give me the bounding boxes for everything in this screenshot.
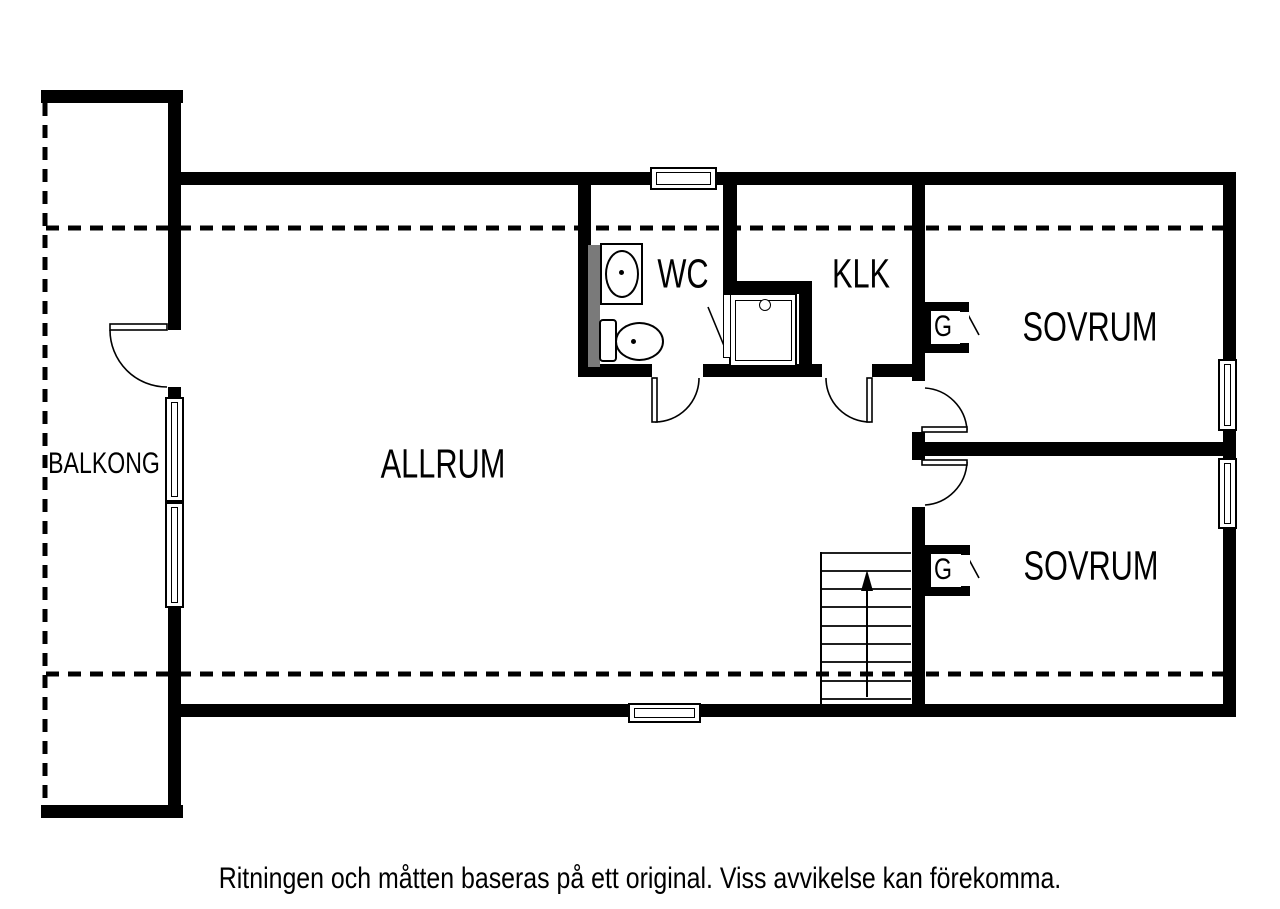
sovrum-top-door-leaf [921,426,968,433]
balcony-door-leaf [109,323,168,331]
toilet-drain [631,339,636,344]
balcony-window-lower [165,502,184,608]
right-exterior-wall [1223,172,1236,717]
room-label-sovrum-top: SOVRUM [1022,303,1158,350]
toilet-bowl [615,322,664,361]
corridor-wall-stub [912,432,925,460]
bottom-exterior-wall [168,704,1236,717]
corridor-wall-upper [912,185,925,381]
klk-door-leaf [866,377,873,423]
wardrobe-top-label: G [934,310,952,343]
room-label-klk: KLK [831,250,891,297]
room-label-balkong: BALKONG [48,447,160,480]
room-label-allrum: ALLRUM [380,440,506,487]
wc-door-leaf [651,377,658,423]
room-label-wc: WC [657,250,709,297]
hall-wall-segment-a [578,364,652,377]
shower-right-wall [799,281,812,377]
room-label-sovrum-bottom: SOVRUM [1023,542,1159,589]
window-pane [171,507,178,603]
sink-drain [619,270,624,275]
wardrobe-bottom-jamb-upper [961,545,970,555]
allrum-window [628,703,701,723]
window-pane [171,402,178,497]
shower-top-wall [723,281,812,294]
wardrobe-top-jamb-lower [960,343,969,353]
klk-door-swing-arc [825,377,871,423]
wc-counter-strip [588,245,600,367]
wc-door-swing-arc [654,377,700,423]
wardrobe-bottom-label: G [934,553,952,586]
wc-klk-divider-wall [723,185,737,295]
wc-left-wall [578,185,591,377]
stairs-arrow-head [861,570,873,591]
balcony-top-wall [41,90,183,103]
window-pane [634,708,695,718]
sovrum-divider-wall [922,442,1223,456]
corridor-wall-lower [912,507,925,717]
window-pane [1224,364,1231,426]
wardrobe-top-jamb-upper [960,302,969,312]
left-exterior-wall-stub [168,387,181,398]
wardrobe-bottom-jamb-lower [961,586,970,596]
shower-glass-door [723,294,731,358]
sovrum-top-window [1218,359,1237,431]
hall-wall-segment-b [703,364,822,377]
window-pane [656,172,711,185]
sovrum-bottom-door-leaf [921,459,968,466]
balcony-door-swing-arc [109,329,168,388]
sovrum-bottom-door-swing-arc [924,461,968,506]
sovrum-bottom-window [1218,458,1237,529]
balcony-window-upper [165,397,184,502]
disclaimer-text: Ritningen och måtten baseras på ett orig… [218,862,1062,895]
staircase [820,552,911,704]
sovrum-top-door-swing-arc [924,387,968,431]
balcony-bottom-wall [41,805,183,818]
left-exterior-wall-upper [168,90,181,330]
window-pane [1224,463,1231,524]
shower-head-icon [759,299,771,311]
hall-wall-segment-c [872,364,925,377]
wc-window [650,167,717,190]
